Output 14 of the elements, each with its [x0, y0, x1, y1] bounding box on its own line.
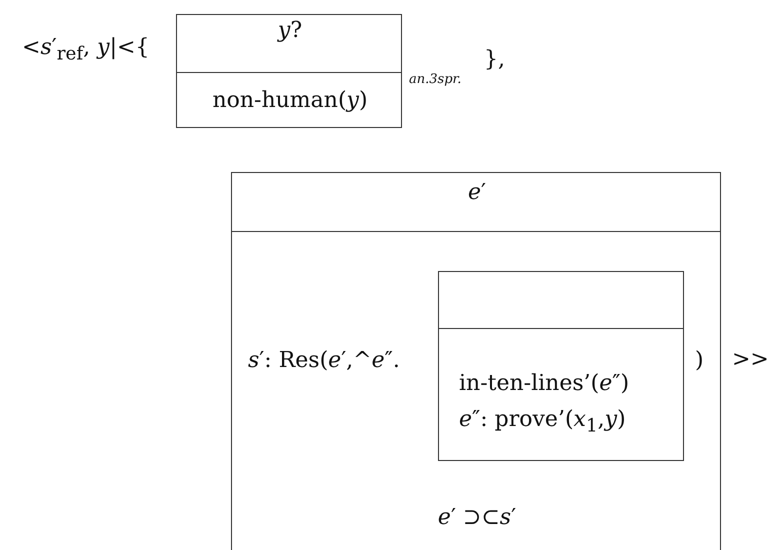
condition-text: s′: Res(e′,^e″.: [248, 349, 400, 374]
condition-text: e′ ⊃⊂s′: [436, 506, 518, 530]
subscript-label: an.3spr.: [409, 73, 462, 88]
variable-text: y?: [276, 19, 304, 44]
condition-text: in-ten-lines’(e″): [459, 372, 630, 396]
drs-box: [231, 172, 721, 550]
variable-text: e′: [466, 181, 488, 206]
bracket-text: },: [484, 48, 505, 72]
formula-text: <s′$_{ref}$, y|<{: [22, 36, 150, 65]
bracket-text: ): [695, 349, 704, 374]
operator-text: >>: [732, 348, 769, 372]
condition-text: non-human(y): [211, 89, 369, 114]
drs-box: [438, 271, 684, 461]
condition-text: e″: prove’(x$_{1}$,y): [459, 408, 626, 437]
